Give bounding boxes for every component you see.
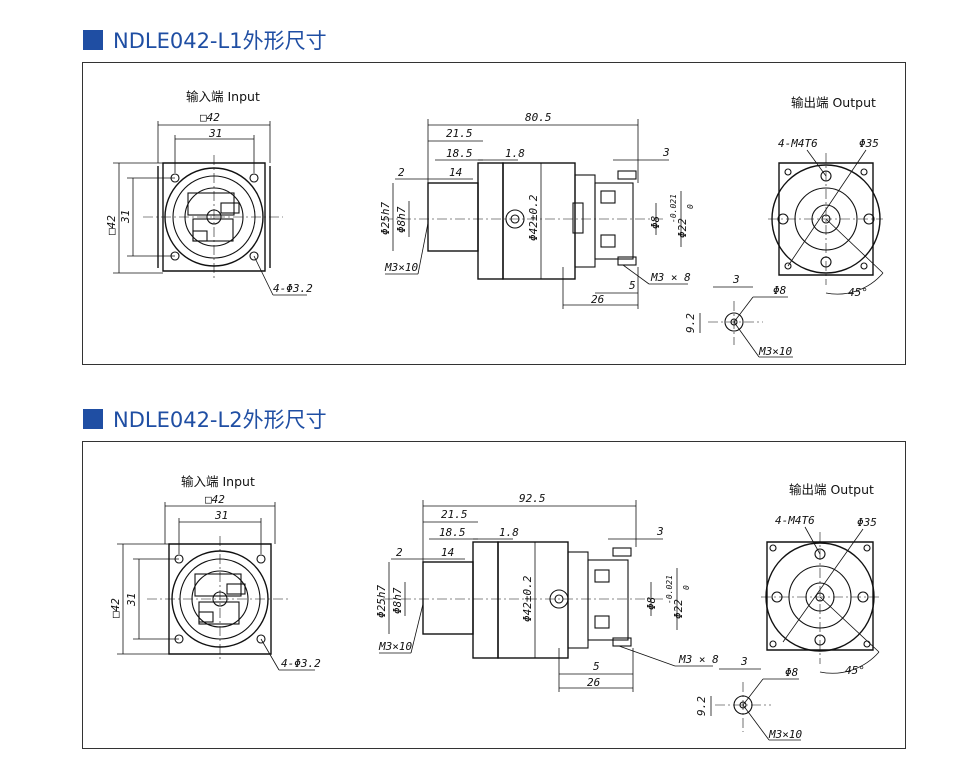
dim-len-185: 18.5 (439, 526, 466, 539)
dim-key-d8: Φ8 (773, 284, 787, 297)
output-label: 输出端 Output (789, 482, 874, 497)
dim-d42: Φ42±0.2 (527, 194, 540, 241)
dim-d8o: Φ8 (645, 596, 658, 610)
dim-len-2: 2 (396, 546, 403, 559)
dim-d42: Φ42±0.2 (521, 575, 534, 622)
dim-m3x10-key: M3×10 (768, 728, 802, 741)
dim-len-215: 21.5 (446, 127, 473, 140)
title-square-icon (83, 409, 103, 429)
dim-len-3: 3 (662, 146, 670, 159)
dim-key-92: 9.2 (684, 313, 697, 333)
dim-side-31: 31 (119, 210, 132, 224)
input-label: 输入端 Input (186, 89, 260, 104)
dim-side-sq42: □42 (105, 215, 118, 235)
dim-d22: Φ22 (676, 218, 689, 238)
drawing-frame-l1: 输入端 Input □42 31 □42 31 4-Φ3.2 80.5 21.5… (82, 62, 906, 365)
dim-d8: Φ8h7 (395, 206, 408, 233)
dim-angle: 45° (845, 664, 865, 677)
output-label: 输出端 Output (791, 95, 876, 110)
dim-len-total: 80.5 (525, 111, 552, 124)
dim-len-3: 3 (656, 525, 664, 538)
dim-len-total: 92.5 (519, 492, 546, 505)
drawing-l1: 输入端 Input □42 31 □42 31 4-Φ3.2 80.5 21.5… (105, 89, 884, 358)
drawing-l2: 输入端 Input □42 31 □42 31 4-Φ3.2 92.5 21.5… (109, 474, 881, 741)
dim-d25: Φ25h7 (379, 202, 392, 235)
dim-holes-in: 4-Φ3.2 (281, 657, 321, 670)
dim-len-18: 1.8 (499, 526, 519, 539)
input-label: 输入端 Input (181, 474, 255, 489)
dim-m3x10-key: M3×10 (758, 345, 792, 358)
dim-d35: Φ35 (859, 137, 879, 150)
dim-m3x8: M3 × 8 (650, 271, 691, 284)
dim-len-5: 5 (593, 660, 600, 673)
dim-tol22b: 0 (686, 204, 695, 209)
section-title-l2: NDLE042-L2外形尺寸 (83, 404, 327, 434)
dim-len-26: 26 (587, 676, 601, 689)
dim-tol22: -0.021 (665, 575, 674, 604)
dim-d8o: Φ8 (649, 215, 662, 229)
dim-31: 31 (208, 127, 222, 140)
dim-len-14: 14 (449, 166, 462, 179)
drawing-frame-l2: 输入端 Input □42 31 □42 31 4-Φ3.2 92.5 21.5… (82, 441, 906, 749)
dim-len-26: 26 (591, 293, 605, 306)
dim-m3x10-in: M3×10 (378, 640, 412, 653)
dim-sq42: □42 (205, 493, 225, 506)
dim-holes-out: 4-M4T6 (778, 137, 818, 150)
dim-len-215: 21.5 (441, 508, 468, 521)
dim-len-5: 5 (629, 279, 636, 292)
dim-len-18: 1.8 (505, 147, 525, 160)
dim-d25: Φ25h7 (375, 585, 388, 618)
section-title-l1: NDLE042-L1外形尺寸 (83, 25, 327, 55)
dim-d35: Φ35 (857, 516, 877, 529)
dim-key-3: 3 (740, 655, 748, 668)
dim-side-sq42: □42 (109, 598, 122, 618)
section-title-text: NDLE042-L1外形尺寸 (113, 29, 327, 53)
dim-holes-in: 4-Φ3.2 (273, 282, 313, 295)
dim-m3x10-in: M3×10 (384, 261, 418, 274)
dim-holes-out: 4-M4T6 (775, 514, 815, 527)
dim-len-2: 2 (398, 166, 405, 179)
section-title-text: NDLE042-L2外形尺寸 (113, 408, 327, 432)
dim-key-3: 3 (732, 273, 740, 286)
title-square-icon (83, 30, 103, 50)
dim-31: 31 (214, 509, 228, 522)
dim-d8: Φ8h7 (391, 587, 404, 614)
dim-len-185: 18.5 (446, 147, 473, 160)
dim-tol22: -0.021 (669, 194, 678, 223)
dim-sq42: □42 (200, 111, 220, 124)
dim-angle: 45° (848, 286, 868, 299)
dim-key-92: 9.2 (695, 696, 708, 716)
dim-side-31: 31 (125, 593, 138, 607)
dim-m3x8: M3 × 8 (678, 653, 719, 666)
dim-d22: Φ22 (672, 599, 685, 619)
dim-len-14: 14 (441, 546, 454, 559)
dim-key-d8: Φ8 (785, 666, 799, 679)
dim-tol22b: 0 (682, 585, 691, 590)
